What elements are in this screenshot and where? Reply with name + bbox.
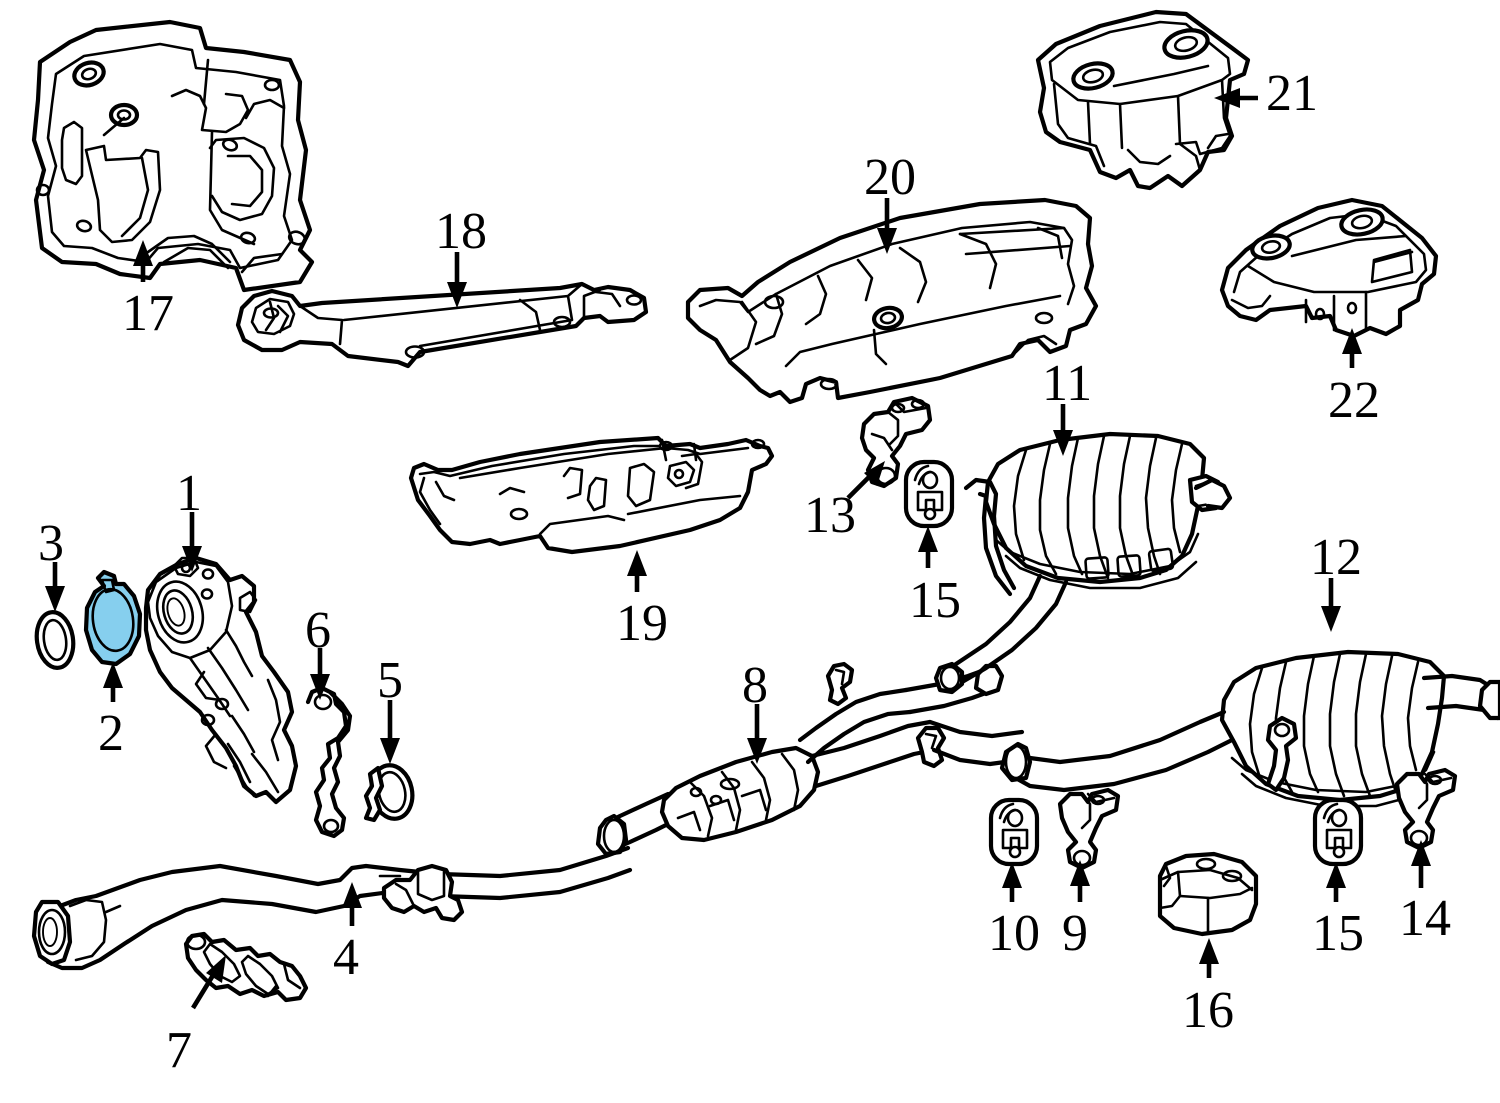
part-11-rear-muffler-left (933, 431, 1233, 695)
callout-label-20: 20 (864, 149, 916, 206)
part-18-tunnel-heat-shield-narrow (235, 281, 649, 369)
callout-label-22: 22 (1328, 372, 1380, 429)
callout-label-11: 11 (1042, 355, 1093, 412)
part-21-rear-axle-heat-shield (1035, 9, 1251, 191)
part-9-hanger-hook-bracket (1057, 787, 1121, 871)
part-5-clamp-ring (363, 763, 415, 823)
callout-label-7: 7 (166, 1022, 192, 1079)
part-6-support-bracket (305, 685, 353, 839)
callout-label-1: 1 (176, 465, 202, 522)
part-16-rubber-damper-block (1157, 851, 1259, 937)
callout-label-9: 9 (1062, 905, 1088, 962)
callout-label-5: 5 (377, 652, 403, 709)
callout-label-15-rear: 15 (1312, 905, 1364, 962)
part-22-rear-heat-shield-small (1219, 197, 1439, 339)
part-7-heat-shield-bracket (183, 931, 309, 1003)
callout-label-10: 10 (988, 905, 1040, 962)
callout-label-4: 4 (333, 929, 359, 986)
part-15-rubber-hanger-mount-center (903, 459, 955, 529)
callout-label-18: 18 (435, 203, 487, 260)
callout-label-17: 17 (122, 285, 174, 342)
part-4-front-exhaust-pipe (31, 845, 633, 971)
part-3-seal-ring (34, 610, 76, 670)
part-10-rubber-hanger-mount (988, 797, 1040, 867)
callout-label-14: 14 (1399, 890, 1451, 947)
callout-label-13: 13 (804, 487, 856, 544)
part-8-center-muffler-resonator (595, 661, 1025, 857)
callout-label-8: 8 (742, 657, 768, 714)
part-15-rubber-hanger-mount-rear (1312, 797, 1364, 867)
part-1-catalytic-converter-front (143, 555, 299, 805)
callout-label-16: 16 (1182, 982, 1234, 1039)
callout-label-6: 6 (305, 602, 331, 659)
callout-label-19: 19 (616, 595, 668, 652)
part-19-underbody-heat-shield (408, 435, 775, 555)
callout-label-2: 2 (98, 705, 124, 762)
callout-label-21: 21 (1266, 65, 1318, 122)
part-17-engine-heat-shield (31, 19, 315, 293)
callout-label-15-center: 15 (909, 572, 961, 629)
part-20-tunnel-heat-shield-large (685, 197, 1099, 405)
part-14-hanger-hook-bracket-rear (1394, 767, 1458, 851)
callout-label-12: 12 (1310, 529, 1362, 586)
callout-label-3: 3 (38, 515, 64, 572)
callout-arrows (45, 88, 1431, 1010)
part-2-gasket-highlighted (83, 569, 143, 667)
